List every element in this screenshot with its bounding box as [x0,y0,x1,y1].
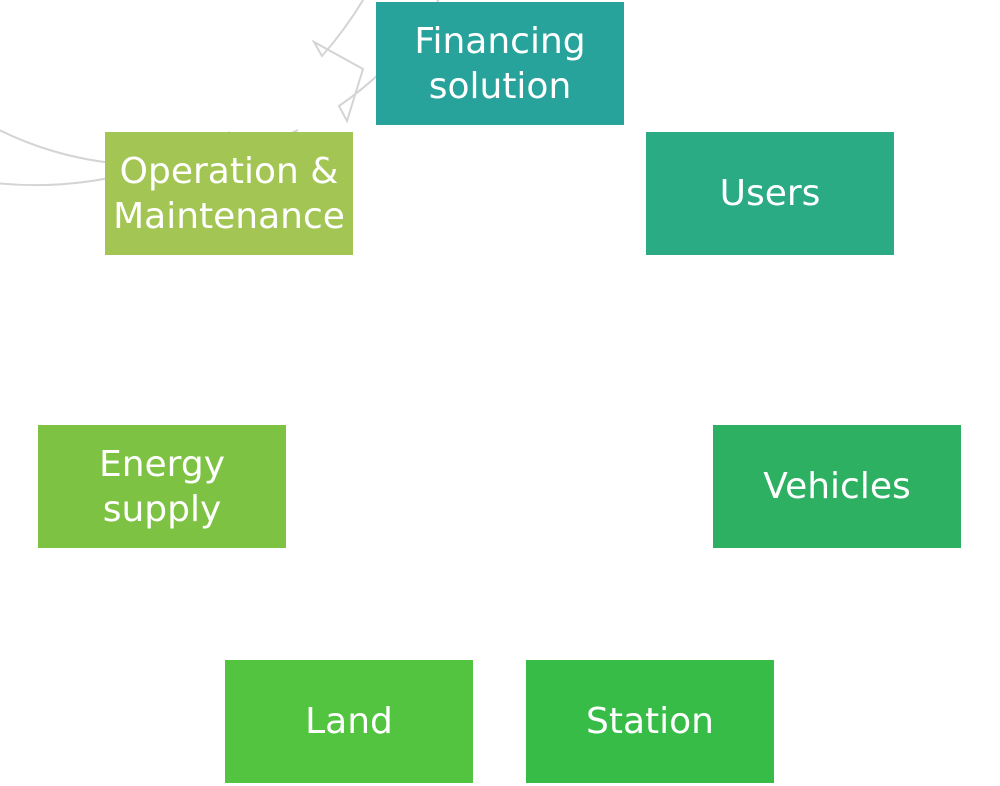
step-operation-maintenance: Operation & Maintenance [105,132,353,255]
step-vehicles: Vehicles [713,425,961,548]
step-station: Station [526,660,774,783]
step-label: Energy supply [98,443,226,530]
step-label: Vehicles [763,466,911,507]
step-financing-solution: Financing solution [376,2,624,125]
step-land: Land [225,660,473,783]
step-energy-supply: Energy supply [38,425,286,548]
step-label: Station [586,701,714,742]
cycle-arrow [0,0,440,187]
step-label: Users [719,173,821,214]
step-users: Users [646,132,894,255]
step-label: Land [305,701,393,742]
step-label: Financing solution [414,20,586,107]
step-label: Operation & Maintenance [113,150,345,237]
